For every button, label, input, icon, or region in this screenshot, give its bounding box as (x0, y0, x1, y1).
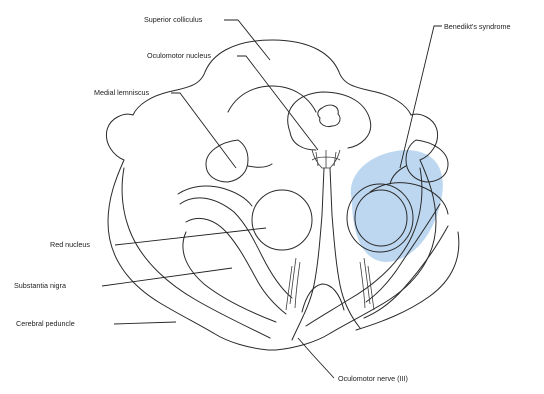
label-benedikts-syndrome: Benedikt's syndrome (444, 22, 511, 31)
interpeduncular-fossa (302, 284, 344, 312)
label-oculomotor-nerve: Oculomotor nerve (III) (338, 374, 408, 383)
label-cerebral-peduncle: Cerebral peduncle (16, 319, 75, 328)
label-oculomotor-nucleus: Oculomotor nucleus (147, 51, 211, 60)
leader-cerebral-peduncle (114, 322, 176, 324)
label-medial-lemniscus: Medial lemniscus (94, 88, 150, 97)
medial-lemniscus-left (206, 140, 248, 182)
label-red-nucleus: Red nucleus (50, 240, 90, 249)
periaqueductal-gray-left (290, 132, 316, 150)
oculomotor-nucleus (312, 150, 340, 168)
oculomotor-nerve-fibers-left (286, 258, 300, 310)
label-substantia-nigra: Substantia nigra (14, 281, 66, 290)
red-nucleus-left (252, 190, 312, 250)
periaqueductal-gray (288, 92, 371, 148)
leader-oculomotor-nerve (298, 338, 334, 378)
cerebral-peduncle-left-inner (183, 232, 276, 322)
leader-oculomotor-nucleus (237, 56, 318, 150)
cerebral-peduncle-left (122, 168, 270, 338)
leader-red-nucleus (115, 228, 266, 245)
medial-lemniscus-left-tract (248, 164, 272, 167)
substantia-nigra-left (180, 198, 292, 298)
benedikts-lesion-area (351, 150, 443, 262)
label-superior-colliculus: Superior colliculus (144, 15, 203, 24)
leader-medial-lemniscus (171, 93, 236, 168)
tegmentum-left-boundary (178, 186, 252, 206)
substantia-nigra-left-inner (186, 218, 286, 314)
cerebral-aqueduct (318, 105, 340, 126)
leader-substantia-nigra (102, 268, 232, 286)
